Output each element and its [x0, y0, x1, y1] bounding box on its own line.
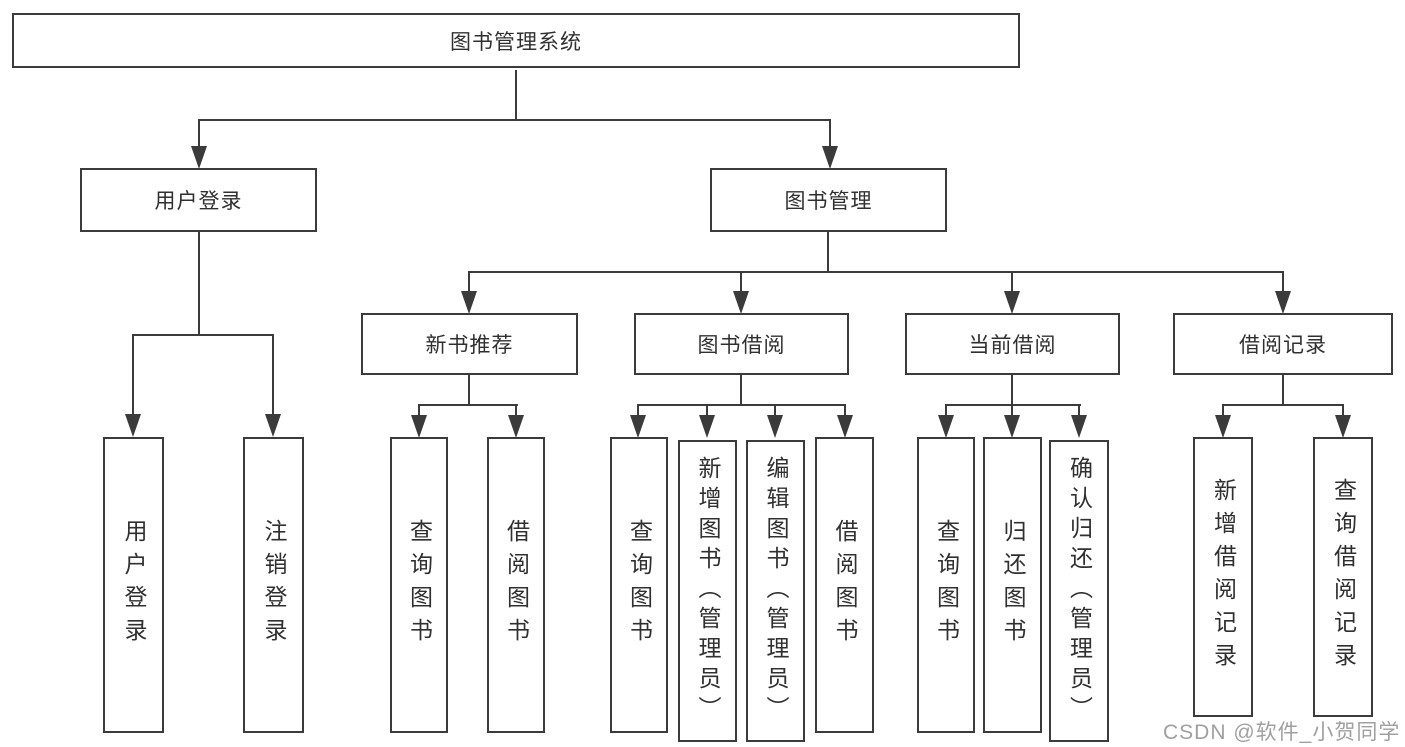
connector-line: [774, 404, 776, 418]
connector-line: [515, 404, 517, 418]
connector-line: [829, 119, 831, 149]
connector-line: [740, 375, 742, 405]
arrow-down-icon: [630, 415, 646, 438]
arrow-down-icon: [1335, 415, 1351, 438]
connector-line: [740, 271, 742, 293]
node-label: 新书推荐: [425, 334, 514, 357]
connector-line: [1078, 404, 1080, 418]
connector-line: [1222, 404, 1224, 418]
arrow-down-icon: [1071, 415, 1087, 438]
connector-line: [1342, 404, 1344, 418]
connector-line: [706, 404, 708, 418]
leaf-label: 查询借阅记录: [1330, 478, 1357, 676]
node-library-management-system: 图书管理系统: [12, 13, 1020, 68]
connector-line: [198, 119, 200, 149]
arrow-down-icon: [265, 414, 281, 437]
arrow-down-icon: [461, 291, 477, 314]
arrow-down-icon: [1215, 415, 1231, 438]
arrow-down-icon: [411, 415, 427, 438]
arrow-down-icon: [699, 415, 715, 438]
connector-line: [198, 119, 831, 121]
leaf-label: 用户登录: [121, 519, 147, 651]
connector-line: [1011, 271, 1013, 293]
connector-line: [844, 404, 846, 418]
leaf-query-borrow-record: 查询借阅记录: [1313, 437, 1373, 717]
leaf-borrow-books-2: 借阅图书: [815, 437, 874, 733]
node-user-login: 用户登录: [80, 168, 317, 232]
arrow-down-icon: [1275, 291, 1291, 314]
node-book-management: 图书管理: [710, 168, 947, 232]
connector-line: [945, 404, 1081, 406]
node-current-borrowing: 当前借阅: [905, 313, 1120, 375]
leaf-label: 借阅图书: [503, 519, 530, 651]
leaf-add-book-admin: 新增图书（管理员）: [678, 440, 737, 742]
connector-line: [637, 404, 639, 418]
leaf-label: 新增图书（管理员）: [695, 456, 721, 726]
leaf-return-books: 归还图书: [983, 437, 1042, 733]
arrow-down-icon: [767, 415, 783, 438]
csdn-watermark: CSDN @软件_小贺同学: [1163, 721, 1401, 744]
leaf-add-borrow-record: 新增借阅记录: [1193, 437, 1253, 717]
arrow-down-icon: [125, 414, 141, 437]
node-label: 图书借阅: [697, 334, 786, 357]
connector-line: [1011, 375, 1013, 405]
connector-line: [132, 334, 274, 336]
connector-line: [418, 404, 518, 406]
node-label: 图书管理系统: [450, 30, 582, 54]
leaf-label: 注销登录: [261, 519, 287, 651]
leaf-label: 查询图书: [933, 519, 960, 651]
node-label: 借阅记录: [1239, 334, 1327, 357]
node-label: 用户登录: [154, 190, 243, 213]
connector-line: [132, 334, 134, 416]
arrow-down-icon: [822, 146, 838, 169]
node-new-book-recommendation: 新书推荐: [361, 313, 578, 375]
connector-line: [515, 70, 517, 120]
leaf-label: 新增借阅记录: [1210, 478, 1237, 676]
node-book-borrowing: 图书借阅: [634, 313, 849, 375]
connector-line: [198, 232, 200, 335]
node-borrowing-records: 借阅记录: [1173, 313, 1393, 375]
arrow-down-icon: [938, 415, 954, 438]
connector-line: [1282, 271, 1284, 293]
node-label: 当前借阅: [968, 334, 1057, 357]
leaf-edit-book-admin: 编辑图书（管理员）: [746, 440, 805, 742]
leaf-query-books-1: 查询图书: [390, 437, 448, 733]
leaf-user-login: 用户登录: [103, 437, 164, 733]
connector-line: [272, 334, 274, 416]
connector-line: [468, 375, 470, 405]
leaf-label: 查询图书: [406, 519, 433, 651]
leaf-label: 编辑图书（管理员）: [763, 456, 789, 726]
arrow-down-icon: [508, 415, 524, 438]
leaf-query-books-2: 查询图书: [610, 437, 668, 733]
leaf-label: 确认归还（管理员）: [1066, 456, 1093, 726]
node-label: 图书管理: [784, 190, 873, 213]
connector-line: [418, 404, 420, 418]
connector-line: [827, 232, 829, 273]
arrow-down-icon: [1004, 415, 1020, 438]
arrow-down-icon: [1004, 291, 1020, 314]
arrow-down-icon: [733, 291, 749, 314]
leaf-borrow-books-1: 借阅图书: [487, 437, 545, 733]
connector-line: [1282, 375, 1284, 405]
connector-line: [468, 271, 470, 293]
leaf-logout: 注销登录: [243, 437, 304, 733]
connector-line: [468, 271, 1284, 273]
leaf-confirm-return-admin: 确认归还（管理员）: [1049, 440, 1109, 742]
arrow-down-icon: [837, 415, 853, 438]
connector-line: [1222, 404, 1344, 406]
connector-line: [1011, 404, 1013, 418]
arrow-down-icon: [191, 146, 207, 169]
leaf-label: 归还图书: [1000, 519, 1026, 651]
connector-line: [637, 404, 846, 406]
leaf-query-books-3: 查询图书: [917, 437, 975, 733]
leaf-label: 借阅图书: [832, 519, 858, 651]
leaf-label: 查询图书: [626, 519, 653, 651]
connector-line: [945, 404, 947, 418]
